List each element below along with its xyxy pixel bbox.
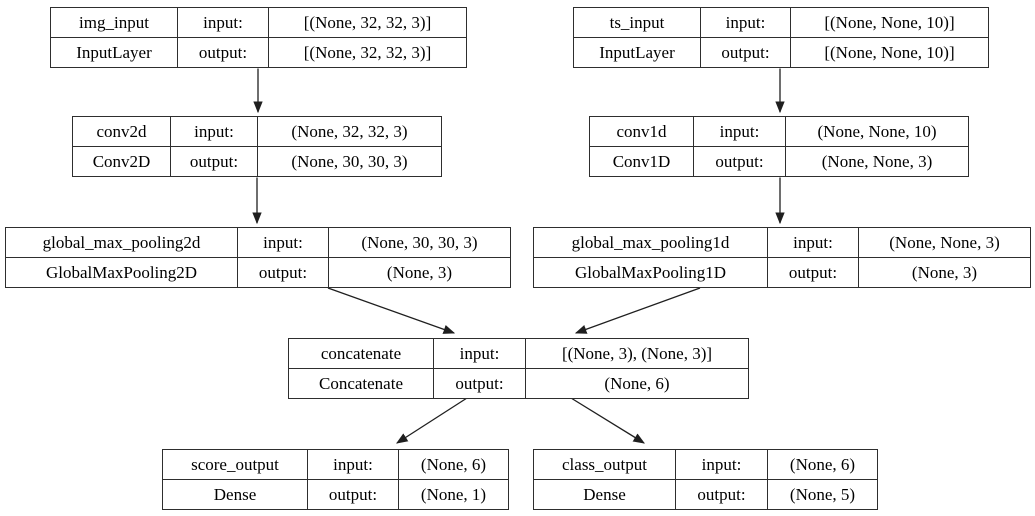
layer-class: Dense — [162, 479, 308, 510]
output-label: output: — [307, 479, 399, 510]
layer-class: GlobalMaxPooling2D — [5, 257, 238, 288]
input-shape: [(None, None, 10)] — [790, 7, 989, 38]
input-label: input: — [307, 449, 399, 480]
layer-name: conv2d — [72, 116, 171, 147]
input-label: input: — [675, 449, 768, 480]
layer-node-score_output: score_output input: (None, 6) Dense outp… — [162, 449, 509, 510]
layer-name: conv1d — [589, 116, 694, 147]
edge-concatenate-to-score_output — [396, 397, 468, 444]
input-label: input: — [177, 7, 269, 38]
input-shape: (None, 30, 30, 3) — [328, 227, 511, 258]
layer-node-global_max_pooling1d: global_max_pooling1d input: (None, None,… — [533, 227, 1031, 288]
edge-global_max_pooling2d-to-concatenate — [327, 287, 456, 334]
output-shape: (None, 3) — [858, 257, 1031, 288]
input-shape: (None, 6) — [767, 449, 878, 480]
layer-class: Dense — [533, 479, 676, 510]
layer-name: global_max_pooling1d — [533, 227, 768, 258]
layer-node-ts_input: ts_input input: [(None, None, 10)] Input… — [573, 7, 989, 68]
layer-name: img_input — [50, 7, 178, 38]
input-shape: (None, None, 10) — [785, 116, 969, 147]
input-label: input: — [767, 227, 859, 258]
input-label: input: — [693, 116, 786, 147]
output-label: output: — [675, 479, 768, 510]
layer-class: GlobalMaxPooling1D — [533, 257, 768, 288]
input-shape: (None, 32, 32, 3) — [257, 116, 442, 147]
output-shape: (None, 30, 30, 3) — [257, 146, 442, 177]
output-label: output: — [170, 146, 258, 177]
input-label: input: — [237, 227, 329, 258]
output-shape: [(None, None, 10)] — [790, 37, 989, 68]
output-label: output: — [700, 37, 791, 68]
input-label: input: — [700, 7, 791, 38]
layer-node-img_input: img_input input: [(None, 32, 32, 3)] Inp… — [50, 7, 467, 68]
output-shape: (None, None, 3) — [785, 146, 969, 177]
layer-name: ts_input — [573, 7, 701, 38]
layer-node-conv1d: conv1d input: (None, None, 10) Conv1D ou… — [589, 116, 969, 177]
output-label: output: — [177, 37, 269, 68]
input-shape: [(None, 32, 32, 3)] — [268, 7, 467, 38]
output-shape: (None, 1) — [398, 479, 509, 510]
output-label: output: — [237, 257, 329, 288]
layer-node-global_max_pooling2d: global_max_pooling2d input: (None, 30, 3… — [5, 227, 511, 288]
layer-name: score_output — [162, 449, 308, 480]
input-label: input: — [433, 338, 526, 369]
output-shape: (None, 6) — [525, 368, 749, 399]
output-shape: (None, 5) — [767, 479, 878, 510]
input-shape: [(None, 3), (None, 3)] — [525, 338, 749, 369]
output-shape: [(None, 32, 32, 3)] — [268, 37, 467, 68]
layer-class: Concatenate — [288, 368, 434, 399]
layer-node-conv2d: conv2d input: (None, 32, 32, 3) Conv2D o… — [72, 116, 442, 177]
layer-class: Conv1D — [589, 146, 694, 177]
layer-name: concatenate — [288, 338, 434, 369]
input-label: input: — [170, 116, 258, 147]
output-label: output: — [693, 146, 786, 177]
layer-name: class_output — [533, 449, 676, 480]
input-shape: (None, None, 3) — [858, 227, 1031, 258]
edge-global_max_pooling1d-to-concatenate — [574, 287, 701, 334]
output-label: output: — [767, 257, 859, 288]
layer-class: Conv2D — [72, 146, 171, 177]
layer-node-concatenate: concatenate input: [(None, 3), (None, 3)… — [288, 338, 749, 399]
layer-class: InputLayer — [50, 37, 178, 68]
layer-node-class_output: class_output input: (None, 6) Dense outp… — [533, 449, 878, 510]
layer-name: global_max_pooling2d — [5, 227, 238, 258]
layer-class: InputLayer — [573, 37, 701, 68]
output-label: output: — [433, 368, 526, 399]
input-shape: (None, 6) — [398, 449, 509, 480]
output-shape: (None, 3) — [328, 257, 511, 288]
edge-concatenate-to-class_output — [570, 397, 645, 444]
